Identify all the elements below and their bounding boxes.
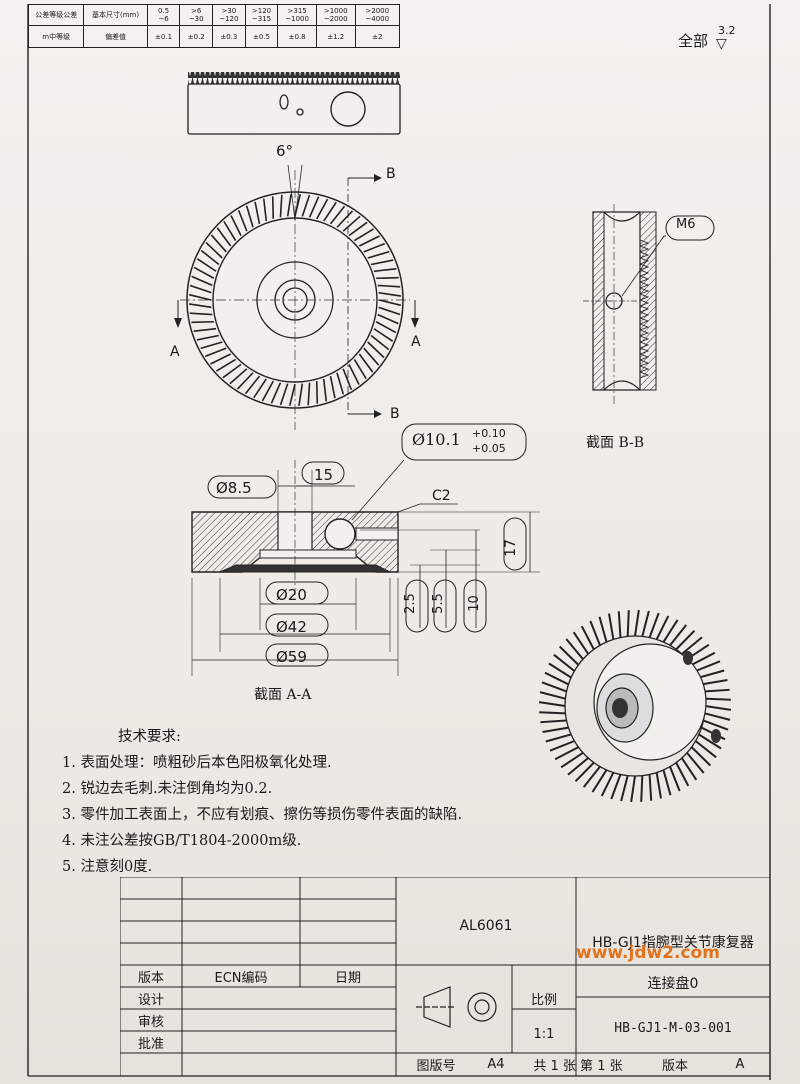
dim-h10: 10 xyxy=(466,595,482,612)
tol-cell: ±1.2 xyxy=(317,26,356,47)
part-name: 连接盘0 xyxy=(647,976,699,992)
version-label: 版本 xyxy=(137,970,164,986)
dim-h17: 17 xyxy=(502,539,519,557)
tech-item: 4. 未注公差按GB/T1804-2000m级. xyxy=(62,833,302,849)
section-b-bottom: B xyxy=(390,406,400,422)
tol-cell: ±0.3 xyxy=(213,26,246,47)
tol-cell: >2000 ~4000 xyxy=(355,5,400,26)
dim-h55: 5.5 xyxy=(430,593,446,614)
thread-label: M6 xyxy=(676,217,696,232)
dim-hole-lower: +0.05 xyxy=(472,442,506,455)
tol-cell: ±0.1 xyxy=(148,26,181,47)
dim-d59: Ø59 xyxy=(276,648,307,666)
review-label: 审核 xyxy=(137,1014,164,1030)
roughness-label: 全部 xyxy=(678,32,709,50)
section-bb-view xyxy=(583,204,715,405)
tol-cell: >120 ~315 xyxy=(245,5,279,26)
tol-cell: 基本尺寸(mm) xyxy=(84,5,148,26)
tech-item: 3. 零件加工表面上，不应有划痕、擦伤等损伤零件表面的缺陷. xyxy=(62,807,463,823)
rev-value: A xyxy=(735,1056,745,1072)
title-block-grid xyxy=(120,877,770,1077)
tol-cell: >315 ~1000 xyxy=(278,5,317,26)
scale-label: 比例 xyxy=(530,992,557,1008)
tol-cell: ±2 xyxy=(372,32,383,41)
dim-chamfer: C2 xyxy=(432,488,451,504)
dim-w15: 15 xyxy=(314,466,334,484)
tol-cell: >1000 ~2000 xyxy=(316,5,356,26)
section-aa-view xyxy=(191,423,540,676)
tol-cell: >6 ~30 xyxy=(180,5,214,26)
side-view xyxy=(187,72,401,135)
dim-d42: Ø42 xyxy=(276,618,307,636)
front-view xyxy=(174,164,419,430)
design-label: 设计 xyxy=(137,992,164,1008)
section-bb-label: 截面 B-B xyxy=(586,435,645,451)
tol-cell: 0.5 ~6 xyxy=(147,5,181,26)
tol-cell: m中等级 xyxy=(29,26,85,47)
tol-cell: >30 ~120 xyxy=(213,5,246,26)
tol-cell: ±0.5 xyxy=(246,26,279,47)
tolerance-table: 公差等级公差 基本尺寸(mm) 0.5 ~6 >6 ~30 >30 ~120 >… xyxy=(28,4,400,48)
angle-label: 6° xyxy=(276,142,294,160)
tech-title: 技术要求: xyxy=(118,729,181,745)
tol-cell: 公差等级公差 xyxy=(29,5,85,26)
dim-h25: 2.5 xyxy=(402,593,418,614)
date-label: 日期 xyxy=(334,970,361,986)
isometric-view xyxy=(538,609,732,803)
dim-hole-upper: +0.10 xyxy=(472,427,506,440)
tol-cell: ±0.8 xyxy=(278,26,317,47)
section-a-right: A xyxy=(411,334,421,350)
sheet-count: 共 1 张 第 1 张 xyxy=(533,1058,623,1074)
paper-label: 图版号 xyxy=(416,1058,456,1074)
dim-d20: Ø20 xyxy=(276,586,307,604)
section-aa-label: 截面 A-A xyxy=(254,687,312,703)
tech-item: 5. 注意刻0度. xyxy=(62,859,153,875)
section-b-top: B xyxy=(386,166,396,182)
roughness-symbol: ▽ xyxy=(716,36,727,52)
tol-cell: 偏差值 xyxy=(84,26,148,47)
tech-item: 2. 锐边去毛刺.未注倒角均为0.2. xyxy=(62,781,273,797)
product-name: HB-GJ1指腕型关节康复器 xyxy=(592,935,754,951)
approve-label: 批准 xyxy=(137,1036,164,1052)
rev-label: 版本 xyxy=(661,1058,688,1074)
title-block: AL6061 HB-GJ1指腕型关节康复器 连接盘0 HB-GJ1-M-03-0… xyxy=(120,877,770,1077)
material-text: AL6061 xyxy=(459,918,513,934)
paper-size: A4 xyxy=(487,1056,505,1072)
dim-d85: Ø8.5 xyxy=(216,479,252,497)
dim-hole-dia: Ø10.1 xyxy=(412,430,461,449)
tol-cell: ±0.2 xyxy=(180,26,214,47)
ecn-label: ECN编码 xyxy=(214,970,268,986)
roughness-value: 3.2 xyxy=(718,24,736,37)
technical-requirements: 技术要求: 1. 表面处理：喷粗砂后本色阳极氧化处理. 2. 锐边去毛刺.未注倒… xyxy=(62,724,462,880)
drawing-number: HB-GJ1-M-03-001 xyxy=(614,1020,732,1036)
scale-value: 1:1 xyxy=(533,1026,555,1042)
section-a-left: A xyxy=(170,344,180,360)
watermark: www.jdw2.com xyxy=(576,943,720,963)
tech-item: 1. 表面处理：喷粗砂后本色阳极氧化处理. xyxy=(62,755,332,771)
